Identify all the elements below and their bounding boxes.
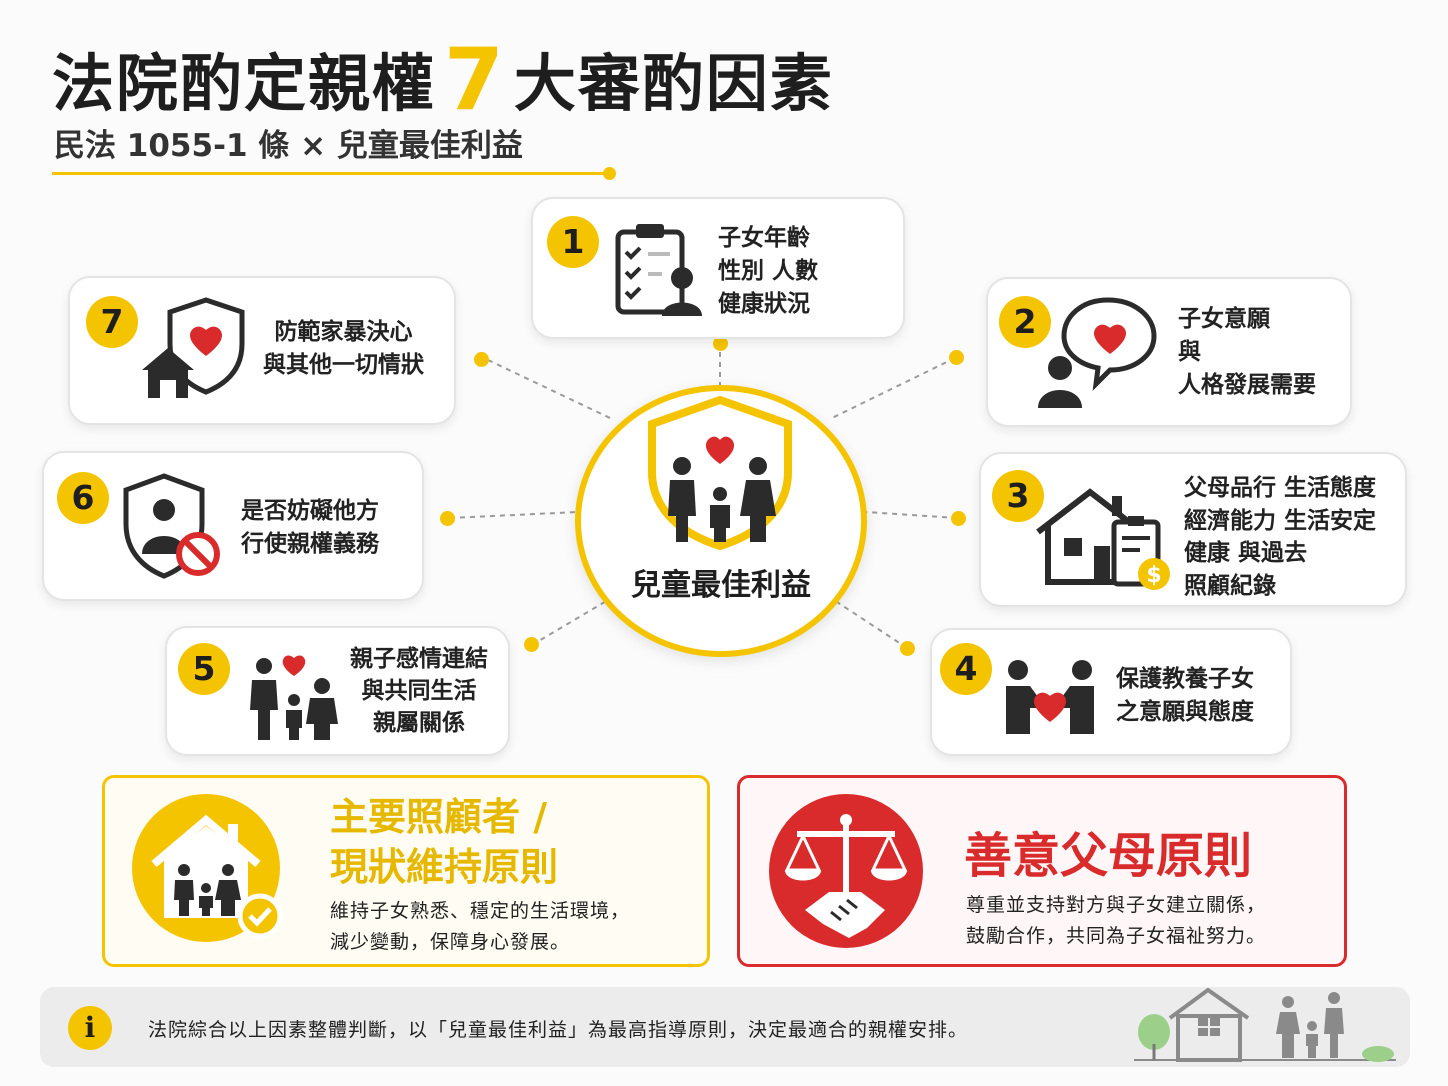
connector-dot-3: [951, 511, 966, 526]
house-family-check-icon: [132, 794, 283, 942]
primary-caregiver-desc: 維持子女熟悉、穩定的生活環境， 減少變動，保障身心發展。: [330, 900, 631, 953]
house-family-tree-illustration: [1134, 988, 1396, 1062]
connector-dot-5: [524, 637, 539, 652]
factor-text-4: 保護教養子女 之意願與態度: [1116, 666, 1254, 725]
scales-handshake-icon: [769, 794, 923, 948]
connector-dot-2: [949, 350, 964, 365]
connector-dot-4: [900, 641, 915, 656]
factor-card-4: [930, 628, 1292, 756]
page-subtitle: 民法 1055-1 條 × 兒童最佳利益: [54, 128, 523, 164]
friendly-parent-desc: 尊重並支持對方與子女建立關係， 鼓勵合作，共同為子女福祉努力。: [966, 894, 1267, 947]
svg-text:$: $: [1146, 563, 1161, 588]
clipboard-person-icon: [615, 224, 702, 316]
shield-family-icon: [648, 395, 792, 551]
factor-badge-4: 4: [940, 643, 992, 695]
factor-badge-2: 2: [999, 296, 1051, 348]
factor-text-6: 是否妨礙他方 行使親權義務: [241, 498, 379, 557]
family-heart-icon: [250, 655, 338, 740]
shield-heart-house-icon: [142, 297, 245, 398]
friendly-parent-title: 善意父母原則: [964, 828, 1253, 884]
factor-card-1: [531, 197, 905, 339]
factor-card-7: [68, 276, 456, 425]
hands-heart-icon: [1006, 660, 1094, 734]
factor-badge-1: 1: [547, 216, 599, 268]
factor-card-6: [42, 451, 424, 601]
footer-bar: [40, 987, 1410, 1067]
info-icon: i: [68, 1006, 112, 1050]
factor-badge-3: 3: [992, 470, 1044, 522]
factor-text-7: 防範家暴決心 與其他一切情狀: [263, 319, 424, 378]
connector-dot-1: [713, 336, 728, 351]
house-document-money-icon: $: [1036, 488, 1170, 590]
factor-badge-6: 6: [57, 472, 109, 524]
center-label: 兒童最佳利益: [631, 568, 811, 603]
title-after: 大審酌因素: [513, 47, 834, 120]
footer-text: 法院綜合以上因素整體判斷，以「兒童最佳利益」為最高指導原則，決定最適合的親權安排…: [148, 1019, 969, 1041]
title-number: 7: [444, 30, 506, 130]
title-before: 法院酌定親權: [52, 47, 437, 120]
factor-card-5: [165, 626, 510, 756]
speech-heart-person-icon: [1038, 297, 1157, 408]
connector-dot-7: [474, 352, 489, 367]
factor-text-3: 父母品行 生活態度 經濟能力 生活安定 健康 與過去 照顧紀錄: [1184, 475, 1377, 599]
factor-badge-7: 7: [86, 296, 138, 348]
factor-badge-5: 5: [178, 643, 230, 695]
factor-text-5: 親子感情連結 與共同生活 親屬關係: [350, 646, 488, 736]
connector-dot-6: [440, 511, 455, 526]
factor-text-1: 子女年齡 性別 人數 健康狀況: [718, 225, 819, 317]
factor-text-2: 子女意願 與 人格發展需要: [1178, 306, 1316, 398]
shield-person-prohibited-icon: [123, 473, 220, 579]
primary-caregiver-title: 主要照顧者 / 現狀維持原則: [330, 795, 559, 889]
title-underline: [52, 167, 616, 180]
